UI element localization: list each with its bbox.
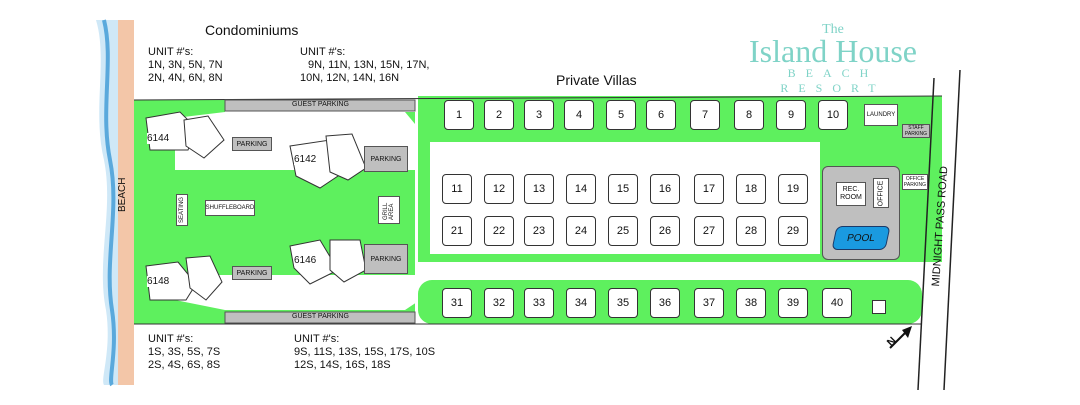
villa-8: 8 — [734, 100, 764, 130]
office: OFFICE — [873, 178, 889, 208]
villa-35: 35 — [608, 288, 638, 318]
villa-6: 6 — [646, 100, 676, 130]
villa-23: 23 — [524, 216, 554, 246]
villa-33: 33 — [524, 288, 554, 318]
unit-label: UNIT #'s: — [294, 333, 340, 345]
villa-29: 29 — [778, 216, 808, 246]
villa-36: 36 — [650, 288, 680, 318]
villa-3: 3 — [524, 100, 554, 130]
villa-25: 25 — [608, 216, 638, 246]
unit-line: 2N, 4N, 6N, 8N — [148, 72, 223, 84]
villa-2: 2 — [484, 100, 514, 130]
logo-line: The — [822, 22, 844, 37]
villa-27: 27 — [694, 216, 724, 246]
villa-9: 9 — [776, 100, 806, 130]
villa-15: 15 — [608, 174, 638, 204]
office-parking: OFFICE PARKING — [902, 174, 928, 190]
building-6148: 6148 — [147, 276, 170, 287]
staff-parking: STAFF PARKING — [902, 124, 930, 138]
south-units-col1: UNIT #'s: 1S, 3S, 5S, 7S 2S, 4S, 6S, 8S — [148, 333, 220, 372]
villa-21: 21 — [442, 216, 472, 246]
unit-line: 2S, 4S, 6S, 8S — [148, 359, 221, 371]
resort-logo: The Island House BEACH RESORT — [738, 22, 928, 96]
south-units-col2: UNIT #'s: 9S, 11S, 13S, 15S, 17S, 10S 12… — [294, 333, 435, 372]
villa-19: 19 — [778, 174, 808, 204]
villa-22: 22 — [484, 216, 514, 246]
villa-14: 14 — [566, 174, 596, 204]
north-units-col1: UNIT #'s: 1N, 3N, 5N, 7N 2N, 4N, 6N, 8N — [148, 46, 223, 85]
unit-line: 1S, 3S, 5S, 7S — [148, 346, 221, 358]
guest-parking-bottom: GUEST PARKING — [292, 313, 349, 320]
parking-lot: PARKING — [364, 244, 408, 274]
villa-12: 12 — [484, 174, 514, 204]
condominiums-title: Condominiums — [205, 22, 299, 38]
north-units-col2: UNIT #'s: 9N, 11N, 13N, 15N, 17N, 10N, 1… — [300, 46, 429, 85]
logo-line: BEACH RESORT — [780, 66, 886, 95]
villa-18: 18 — [736, 174, 766, 204]
unit-line: 9S, 11S, 13S, 15S, 17S, 10S — [294, 346, 436, 358]
villa-34: 34 — [566, 288, 596, 318]
villa-24: 24 — [566, 216, 596, 246]
logo-line: Island House — [749, 33, 917, 69]
utility-box — [872, 300, 886, 314]
pool: POOL — [831, 226, 891, 250]
villa-10: 10 — [818, 100, 848, 130]
private-villas-title: Private Villas — [556, 72, 637, 88]
villa-32: 32 — [484, 288, 514, 318]
villa-28: 28 — [736, 216, 766, 246]
villa-5: 5 — [606, 100, 636, 130]
villa-4: 4 — [564, 100, 594, 130]
building-6146: 6146 — [294, 255, 317, 266]
villa-31: 31 — [442, 288, 472, 318]
unit-line: 1N, 3N, 5N, 7N — [148, 59, 223, 71]
unit-line: 10N, 12N, 14N, 16N — [300, 72, 400, 84]
villa-37: 37 — [694, 288, 724, 318]
parking-lot: PARKING — [232, 137, 272, 151]
parking-lot: PARKING — [232, 266, 272, 280]
villa-40: 40 — [822, 288, 852, 318]
villa-26: 26 — [650, 216, 680, 246]
laundry: LAUNDRY — [864, 104, 898, 126]
villa-11: 11 — [442, 174, 472, 204]
grill-area: GRILL AREA — [378, 196, 400, 224]
villa-13: 13 — [524, 174, 554, 204]
villa-16: 16 — [650, 174, 680, 204]
villa-7: 7 — [690, 100, 720, 130]
villa-17: 17 — [694, 174, 724, 204]
unit-label: UNIT #'s: — [300, 46, 346, 58]
unit-label: UNIT #'s: — [148, 46, 194, 58]
guest-parking-top: GUEST PARKING — [292, 101, 349, 108]
shuffleboard: SHUFFLEBOARD — [205, 200, 255, 216]
beach-label: BEACH — [117, 177, 128, 212]
villa-1: 1 — [444, 100, 474, 130]
parking-lot: PARKING — [364, 146, 408, 172]
unit-label: UNIT #'s: — [148, 333, 194, 345]
villa-38: 38 — [736, 288, 766, 318]
seating-area: SEATING — [176, 194, 188, 226]
unit-line: 9N, 11N, 13N, 15N, 17N, — [308, 59, 430, 71]
building-6142: 6142 — [294, 154, 317, 165]
rec-room: REC. ROOM — [836, 182, 866, 206]
building-6144: 6144 — [147, 133, 170, 144]
villa-39: 39 — [778, 288, 808, 318]
unit-line: 12S, 14S, 16S, 18S — [294, 359, 391, 371]
